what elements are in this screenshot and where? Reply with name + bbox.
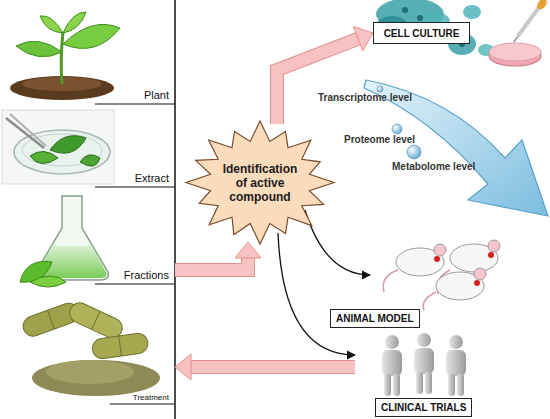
level-bubble bbox=[377, 86, 383, 92]
leaf bbox=[63, 12, 86, 33]
human-body bbox=[414, 348, 434, 374]
mouse-ear bbox=[474, 268, 486, 280]
leaf bbox=[50, 136, 86, 153]
cell-nucleus bbox=[417, 15, 423, 21]
block-arrow bbox=[277, 27, 373, 124]
mouse-ear bbox=[434, 244, 446, 256]
mice-illustration bbox=[383, 240, 500, 310]
treatment-illustration bbox=[20, 300, 160, 396]
human-head bbox=[417, 333, 431, 347]
mouse-eye bbox=[474, 280, 480, 286]
arrow-head bbox=[353, 27, 373, 51]
level-bubble bbox=[407, 145, 421, 159]
divider-line bbox=[174, 0, 176, 419]
human-leg bbox=[425, 372, 432, 394]
capsule bbox=[66, 300, 125, 342]
leaf bbox=[30, 276, 66, 287]
powder-heap bbox=[32, 360, 160, 396]
capsule bbox=[66, 300, 125, 342]
capsule bbox=[119, 336, 122, 356]
divider-line bbox=[95, 104, 175, 105]
seedling-illustration bbox=[10, 12, 120, 100]
powder-heap bbox=[46, 360, 134, 384]
box-text: CELL CULTURE bbox=[384, 28, 460, 39]
connector-line bbox=[305, 210, 370, 275]
petri-dish bbox=[489, 43, 541, 61]
leaf bbox=[80, 155, 100, 166]
human-body bbox=[382, 350, 402, 376]
label-box: ANIMAL MODEL bbox=[370, 240, 505, 330]
capsule bbox=[48, 310, 55, 329]
connector-line bbox=[278, 233, 355, 355]
block-arrow bbox=[175, 242, 261, 270]
curved-arrow bbox=[305, 210, 370, 275]
human-leg bbox=[384, 374, 391, 396]
image-panel: Fractions bbox=[0, 187, 175, 284]
image-panel: Treatment bbox=[0, 284, 175, 404]
arrow-body bbox=[191, 361, 355, 373]
level-label: Metabolome level bbox=[392, 161, 475, 172]
block-arrow bbox=[175, 354, 355, 380]
level-label: Transcriptome level bbox=[318, 92, 412, 103]
panel-label: Treatment bbox=[133, 393, 169, 402]
curved-arrow bbox=[278, 233, 355, 355]
arrow-body bbox=[175, 258, 248, 270]
leaf bbox=[30, 151, 58, 163]
box-text: CLINICAL TRIALS bbox=[375, 398, 472, 417]
capsule bbox=[91, 332, 149, 360]
arrow-body-outline bbox=[175, 258, 248, 270]
leaf bbox=[16, 41, 62, 57]
human-body bbox=[446, 350, 466, 376]
level-bubble bbox=[392, 124, 402, 134]
starburst-outline bbox=[186, 121, 334, 244]
flask-illustration bbox=[20, 196, 108, 287]
human-head bbox=[449, 335, 463, 349]
panel-label: Extract bbox=[135, 172, 169, 184]
leaf bbox=[40, 16, 63, 33]
image-panel: Extract bbox=[0, 104, 175, 187]
divider-line bbox=[95, 187, 175, 188]
label-box: CELL CULTURE bbox=[373, 22, 470, 44]
cell-cluster bbox=[463, 5, 481, 19]
human-head bbox=[385, 335, 399, 349]
human-figures bbox=[382, 333, 466, 396]
capsule bbox=[91, 332, 149, 360]
mouse-ear bbox=[488, 240, 500, 252]
mouse-eye bbox=[434, 256, 440, 262]
human-leg bbox=[393, 374, 400, 396]
divider-line bbox=[95, 284, 175, 285]
starburst-text: Identification of active compound bbox=[217, 162, 303, 204]
stem bbox=[61, 32, 63, 84]
starburst-node: Identification of active compound bbox=[185, 120, 335, 245]
label-box: CLINICAL TRIALS bbox=[355, 335, 475, 419]
image-panel: Plant bbox=[0, 0, 175, 104]
arrow-body-outline bbox=[277, 39, 358, 124]
mouse-eye bbox=[488, 252, 494, 258]
arrow-head bbox=[235, 242, 261, 258]
arrow-body-outline bbox=[191, 360, 355, 374]
human-leg bbox=[448, 374, 455, 396]
panel-label: Fractions bbox=[124, 269, 169, 281]
arrow-body bbox=[277, 39, 358, 124]
human-leg bbox=[416, 372, 423, 394]
capsule bbox=[92, 311, 100, 329]
arrow-head bbox=[175, 354, 191, 380]
human-leg bbox=[457, 374, 464, 396]
box-text: ANIMAL MODEL bbox=[330, 309, 420, 328]
extract-illustration bbox=[2, 110, 114, 184]
pipette bbox=[518, 6, 540, 36]
mouse-tail bbox=[383, 270, 398, 292]
tweezers bbox=[10, 114, 46, 146]
level-label: Proteome level bbox=[344, 134, 415, 145]
divider-line bbox=[110, 404, 175, 405]
mouse-tail bbox=[423, 292, 436, 310]
pipette-bulb bbox=[535, 0, 549, 11]
panel-label: Plant bbox=[144, 89, 169, 101]
pipette bbox=[514, 36, 518, 42]
tweezers bbox=[6, 118, 44, 148]
photo-frame bbox=[2, 110, 114, 184]
cell-nucleus bbox=[402, 7, 408, 13]
